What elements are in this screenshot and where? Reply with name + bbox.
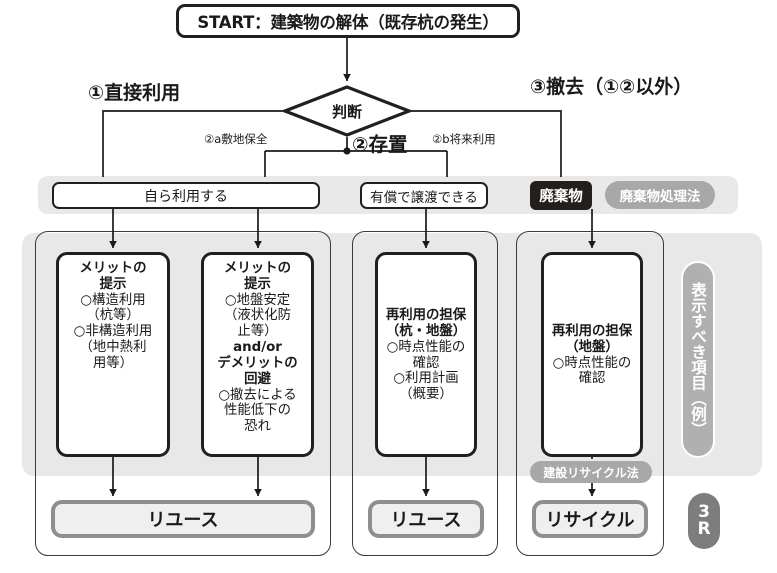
status-box-waste-label: 廃棄物: [539, 189, 583, 205]
branch-label-future-use: ②b将来利用: [432, 132, 496, 146]
content-line: ○構造利用: [80, 292, 146, 308]
side-badge-3r-top: 3: [698, 502, 710, 522]
content-line: （杭・地盤）: [385, 323, 467, 339]
content-line: （概要）: [399, 387, 453, 403]
decision-label: 判断: [331, 102, 362, 121]
start-label: START：建築物の解体（既存杭の発生）: [197, 13, 499, 32]
side-badge-3r: 3 R: [688, 493, 720, 549]
branch-label-removal: ③撤去（①②以外）: [530, 76, 693, 98]
content-line: 提示: [244, 276, 271, 292]
badge-construction-recycling-law: 建設リサイクル法: [530, 461, 652, 483]
column-frame-waste: [516, 231, 664, 556]
result-box-reuse-center-label: リユース: [390, 510, 462, 531]
content-line: デメリットの: [217, 355, 298, 371]
start-box: START：建築物の解体（既存杭の発生）: [176, 4, 520, 38]
status-box-self-use: 自ら利用する: [52, 182, 320, 209]
status-box-self-use-label: 自ら利用する: [144, 188, 228, 205]
result-box-recycle-right: リサイクル: [532, 500, 648, 538]
content-line: 回避: [244, 371, 271, 387]
badge-construction-recycling-law-label: 建設リサイクル法: [543, 465, 639, 480]
side-label-display-items: 表示すべき項目（例）: [681, 261, 715, 458]
column-frame-direct-use: [35, 231, 331, 556]
content-line: and/or: [233, 340, 282, 356]
content-line: メリットの: [79, 261, 147, 276]
status-box-waste: 廃棄物: [530, 181, 592, 210]
content-line: ○利用計画: [393, 371, 459, 387]
result-box-reuse-left: リユース: [51, 500, 315, 538]
content-line: （杭等）: [86, 308, 140, 324]
side-badge-3r-bottom: R: [697, 519, 711, 539]
content-box-reuse-pile-ground: 再利用の担保（杭・地盤）○時点性能の確認○利用計画（概要）: [375, 252, 477, 457]
content-line: ○撤去による: [218, 387, 297, 403]
branch-label-retention: ②存置: [352, 133, 408, 156]
result-box-reuse-center: リユース: [368, 500, 484, 538]
decision-diamond: 判断: [283, 85, 411, 137]
result-box-reuse-left-label: リユース: [147, 510, 219, 531]
content-line: 確認: [578, 371, 606, 387]
content-line: 性能低下の: [224, 403, 291, 419]
content-line: 提示: [99, 276, 127, 292]
status-box-paid-transfer-label: 有償で譲渡できる: [370, 189, 478, 206]
content-line: ○時点性能の: [552, 355, 632, 371]
content-box-merit-structural-body: メリットの提示○構造利用（杭等）○非構造利用（地中熱利用等）: [63, 261, 163, 372]
content-line: （液状化防: [224, 308, 291, 324]
content-line: （地盤）: [565, 339, 619, 355]
side-label-display-items-text: 表示すべき項目（例）: [689, 282, 707, 437]
content-line: ○非構造利用: [73, 324, 153, 340]
content-line: メリットの: [224, 261, 291, 276]
column-frame-paid-transfer: [352, 231, 498, 556]
content-line: 確認: [412, 355, 440, 371]
branch-label-direct-use: ①直接利用: [88, 82, 181, 104]
content-line: 止等）: [237, 324, 278, 340]
content-line: ○地盤安定: [224, 292, 291, 308]
content-box-reuse-pile-ground-body: 再利用の担保（杭・地盤）○時点性能の確認○利用計画（概要）: [382, 308, 470, 403]
status-box-paid-transfer: 有償で譲渡できる: [360, 182, 488, 209]
junction-dot: [343, 147, 351, 155]
result-box-recycle-right-label: リサイクル: [545, 510, 635, 531]
content-line: 再利用の担保: [385, 308, 467, 324]
content-line: 用等）: [92, 355, 134, 371]
content-box-reuse-ground-body: 再利用の担保（地盤）○時点性能の確認: [548, 324, 636, 387]
content-line: 恐れ: [244, 419, 271, 435]
content-line: 再利用の担保: [551, 323, 633, 339]
content-box-merit-structural: メリットの提示○構造利用（杭等）○非構造利用（地中熱利用等）: [56, 252, 170, 457]
content-box-reuse-ground: 再利用の担保（地盤）○時点性能の確認: [541, 252, 643, 457]
badge-waste-management-law: 廃棄物処理法: [605, 181, 715, 209]
content-line: ○時点性能の: [386, 339, 466, 355]
badge-waste-management-law-label: 廃棄物処理法: [619, 189, 701, 205]
content-line: （地中熱利: [79, 340, 147, 356]
branch-label-site-preservation: ②a敷地保全: [204, 132, 268, 146]
